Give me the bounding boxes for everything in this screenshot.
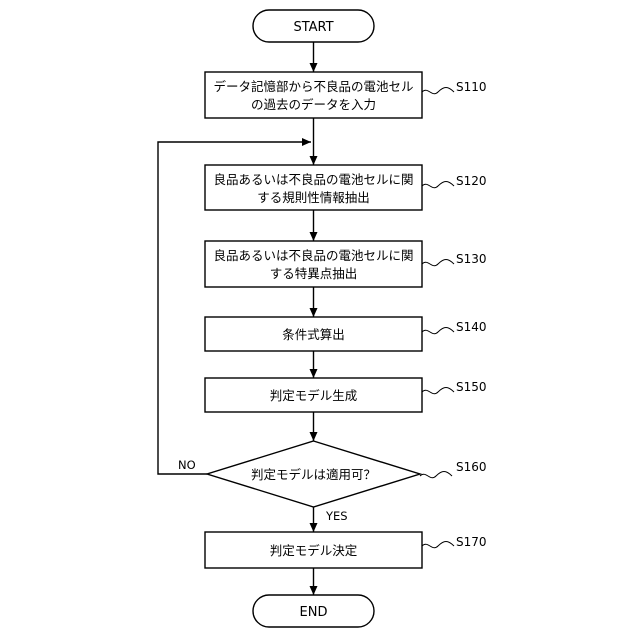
step-s120-line2: する規則性情報抽出 [257,190,370,205]
step-s150-label: 判定モデル生成 [270,388,358,403]
step-s110-line1: データ記憶部から不良品の電池セル [213,79,413,94]
step-id-s160: S160 [456,460,487,474]
step-id-s150: S150 [456,380,487,394]
step-s140-label: 条件式算出 [282,327,345,342]
step-s110-line2: の過去のデータを入力 [251,97,376,112]
leader-s170 [422,542,454,548]
step-s130-line2: する特異点抽出 [270,266,358,281]
leader-s130 [422,260,454,266]
step-s170-label: 判定モデル決定 [270,543,358,558]
step-id-s170: S170 [456,535,487,549]
leader-s110 [422,88,454,94]
leader-s120 [422,182,454,188]
start-label: START [293,20,333,35]
branch-no-label: NO [178,458,196,472]
step-id-s110: S110 [456,80,487,94]
decision-label: 判定モデルは適用可？ [251,467,376,482]
step-s130-line1: 良品あるいは不良品の電池セルに関 [213,248,413,263]
step-s120-line1: 良品あるいは不良品の電池セルに関 [213,172,413,187]
step-id-s140: S140 [456,320,487,334]
branch-yes-label: YES [325,509,348,523]
step-id-s120: S120 [456,174,487,188]
leader-s140 [422,328,454,334]
end-label: END [300,605,328,620]
leader-s160 [420,472,452,478]
leader-s150 [422,388,454,394]
step-id-s130: S130 [456,252,487,266]
